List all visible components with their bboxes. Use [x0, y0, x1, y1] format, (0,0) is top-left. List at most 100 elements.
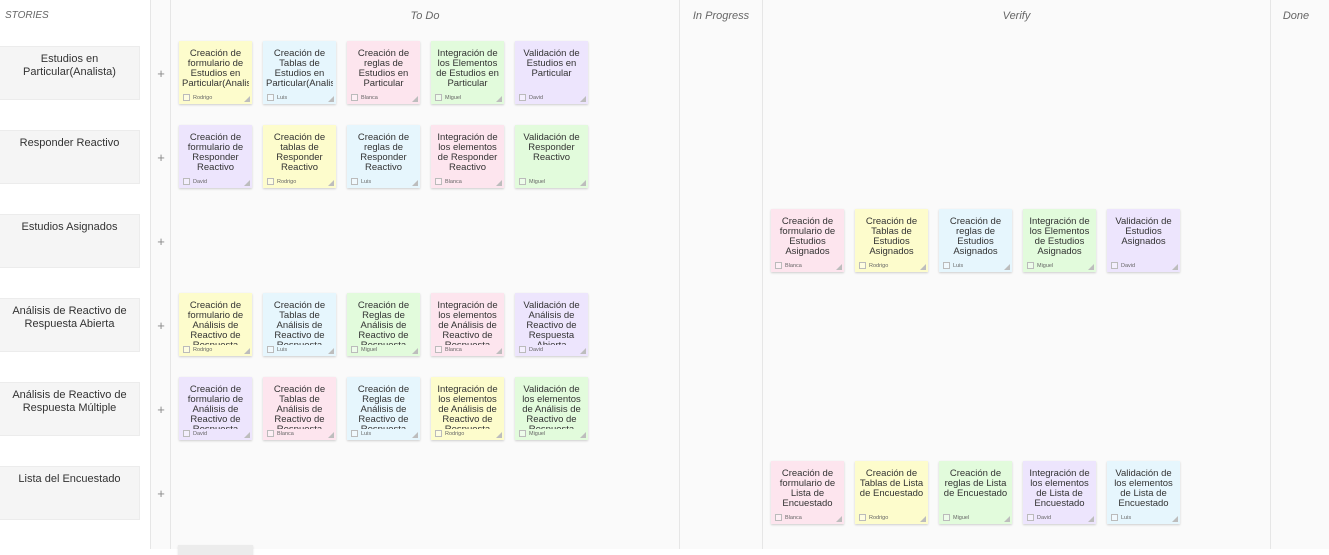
sticky-note-partial[interactable] — [178, 545, 253, 555]
story-card[interactable]: Lista del Encuestado — [0, 466, 140, 520]
resize-handle-icon[interactable] — [244, 180, 250, 186]
resize-handle-icon[interactable] — [244, 348, 250, 354]
resize-handle-icon[interactable] — [244, 432, 250, 438]
sticky-note[interactable]: Integración de los elementos de Análisis… — [431, 377, 504, 440]
sticky-note[interactable]: Creación de Reglas de Análisis de Reacti… — [347, 293, 420, 356]
story-card[interactable]: Análisis de Reactivo de Respuesta Múltip… — [0, 382, 140, 436]
sticky-note[interactable]: Creación de formulario de Responder Reac… — [179, 125, 252, 188]
add-task-button[interactable]: + — [157, 66, 165, 81]
add-task-button[interactable]: + — [157, 318, 165, 333]
resize-handle-icon[interactable] — [412, 432, 418, 438]
resize-handle-icon[interactable] — [580, 180, 586, 186]
owner-checkbox-icon — [775, 514, 782, 521]
sticky-note[interactable]: Validación de Análisis de Reactivo de Re… — [515, 293, 588, 356]
owner-checkbox-icon — [183, 94, 190, 101]
resize-handle-icon[interactable] — [836, 264, 842, 270]
owner-name: Miguel — [445, 94, 462, 101]
resize-handle-icon[interactable] — [580, 348, 586, 354]
sticky-note[interactable]: Creación de formulario de Lista de Encue… — [771, 461, 844, 524]
note-owner: Luis — [267, 94, 287, 101]
story-card[interactable]: Estudios Asignados — [0, 214, 140, 268]
story-card[interactable]: Estudios en Particular(Analista) — [0, 46, 140, 100]
story-card[interactable]: Responder Reactivo — [0, 130, 140, 184]
sticky-note[interactable]: Integración de los elementos de Lista de… — [1023, 461, 1096, 524]
owner-checkbox-icon — [519, 430, 526, 437]
add-task-button[interactable]: + — [157, 150, 165, 165]
owner-checkbox-icon — [519, 94, 526, 101]
owner-name: Blanca — [785, 514, 802, 521]
note-title: Creación de Tablas de Lista de Encuestad… — [859, 469, 924, 499]
resize-handle-icon[interactable] — [412, 180, 418, 186]
sticky-note[interactable]: Creación de Reglas de Análisis de Reacti… — [347, 377, 420, 440]
resize-handle-icon[interactable] — [328, 432, 334, 438]
resize-handle-icon[interactable] — [496, 432, 502, 438]
sticky-note[interactable]: Creación de reglas de Estudios Asignados… — [939, 209, 1012, 272]
resize-handle-icon[interactable] — [920, 516, 926, 522]
resize-handle-icon[interactable] — [1004, 516, 1010, 522]
resize-handle-icon[interactable] — [244, 96, 250, 102]
sticky-note[interactable]: Validación de los elementos de Lista de … — [1107, 461, 1180, 524]
sticky-note[interactable]: Creación de formulario de Análisis de Re… — [179, 377, 252, 440]
resize-handle-icon[interactable] — [1172, 516, 1178, 522]
note-owner: Rodrigo — [183, 346, 212, 353]
resize-handle-icon[interactable] — [920, 264, 926, 270]
story-card[interactable]: Análisis de Reactivo de Respuesta Abiert… — [0, 298, 140, 352]
add-task-button[interactable]: + — [157, 234, 165, 249]
resize-handle-icon[interactable] — [1088, 264, 1094, 270]
sticky-note[interactable]: Integración de los Elementos de Estudios… — [431, 41, 504, 104]
sticky-note[interactable]: Integración de los elementos de Análisis… — [431, 293, 504, 356]
resize-handle-icon[interactable] — [496, 348, 502, 354]
sticky-note[interactable]: Creación de Tablas de Lista de Encuestad… — [855, 461, 928, 524]
resize-handle-icon[interactable] — [1004, 264, 1010, 270]
verify-header: Verify — [1002, 10, 1031, 22]
note-title: Integración de los elementos de Análisis… — [437, 385, 498, 429]
owner-checkbox-icon — [435, 346, 442, 353]
resize-handle-icon[interactable] — [580, 432, 586, 438]
note-owner: Blanca — [435, 178, 462, 185]
note-title: Creación de formulario de Estudios Asign… — [779, 217, 836, 257]
owner-name: Luis — [361, 178, 372, 185]
resize-handle-icon[interactable] — [496, 180, 502, 186]
resize-handle-icon[interactable] — [1088, 516, 1094, 522]
resize-handle-icon[interactable] — [580, 96, 586, 102]
resize-handle-icon[interactable] — [412, 348, 418, 354]
note-title: Creación de formulario de Responder Reac… — [187, 133, 244, 173]
note-owner: Luis — [351, 178, 371, 185]
owner-name: Miguel — [953, 514, 970, 521]
sticky-note[interactable]: Creación de formulario de Estudios Asign… — [771, 209, 844, 272]
owner-name: Miguel — [529, 430, 546, 437]
note-owner: Rodrigo — [183, 94, 212, 101]
add-task-button[interactable]: + — [157, 402, 165, 417]
sticky-note[interactable]: Creación de Tablas de Análisis de Reacti… — [263, 293, 336, 356]
owner-name: Rodrigo — [193, 94, 213, 101]
resize-handle-icon[interactable] — [328, 348, 334, 354]
sticky-note[interactable]: Creación de formulario de Análisis de Re… — [179, 293, 252, 356]
note-title: Creación de Reglas de Análisis de Reacti… — [357, 301, 410, 345]
sticky-note[interactable]: Creación de Tablas de Estudios Asignados… — [855, 209, 928, 272]
note-owner: Rodrigo — [435, 430, 464, 437]
owner-checkbox-icon — [1027, 262, 1034, 269]
sticky-note[interactable]: Creación de tablas de Responder Reactivo… — [263, 125, 336, 188]
resize-handle-icon[interactable] — [836, 516, 842, 522]
sticky-note[interactable]: Creación de Tablas de Estudios en Partic… — [263, 41, 336, 104]
sticky-note[interactable]: Creación de reglas de Lista de Encuestad… — [939, 461, 1012, 524]
sticky-note[interactable]: Creación de reglas de Estudios en Partic… — [347, 41, 420, 104]
owner-checkbox-icon — [943, 514, 950, 521]
resize-handle-icon[interactable] — [496, 96, 502, 102]
sticky-note[interactable]: Integración de los elementos de Responde… — [431, 125, 504, 188]
resize-handle-icon[interactable] — [328, 180, 334, 186]
sticky-note[interactable]: Creación de Tablas de Análisis de Reacti… — [263, 377, 336, 440]
sticky-note[interactable]: Validación de los elementos de Análisis … — [515, 377, 588, 440]
note-owner: David — [1111, 262, 1135, 269]
sticky-note[interactable]: Creación de formulario de Estudios en Pa… — [179, 41, 252, 104]
sticky-note[interactable]: Integración de los Elementos de Estudios… — [1023, 209, 1096, 272]
resize-handle-icon[interactable] — [328, 96, 334, 102]
resize-handle-icon[interactable] — [412, 96, 418, 102]
resize-handle-icon[interactable] — [1172, 264, 1178, 270]
add-task-button[interactable]: + — [157, 486, 165, 501]
owner-name: Luis — [361, 430, 372, 437]
sticky-note[interactable]: Creación de reglas de Responder Reactivo… — [347, 125, 420, 188]
